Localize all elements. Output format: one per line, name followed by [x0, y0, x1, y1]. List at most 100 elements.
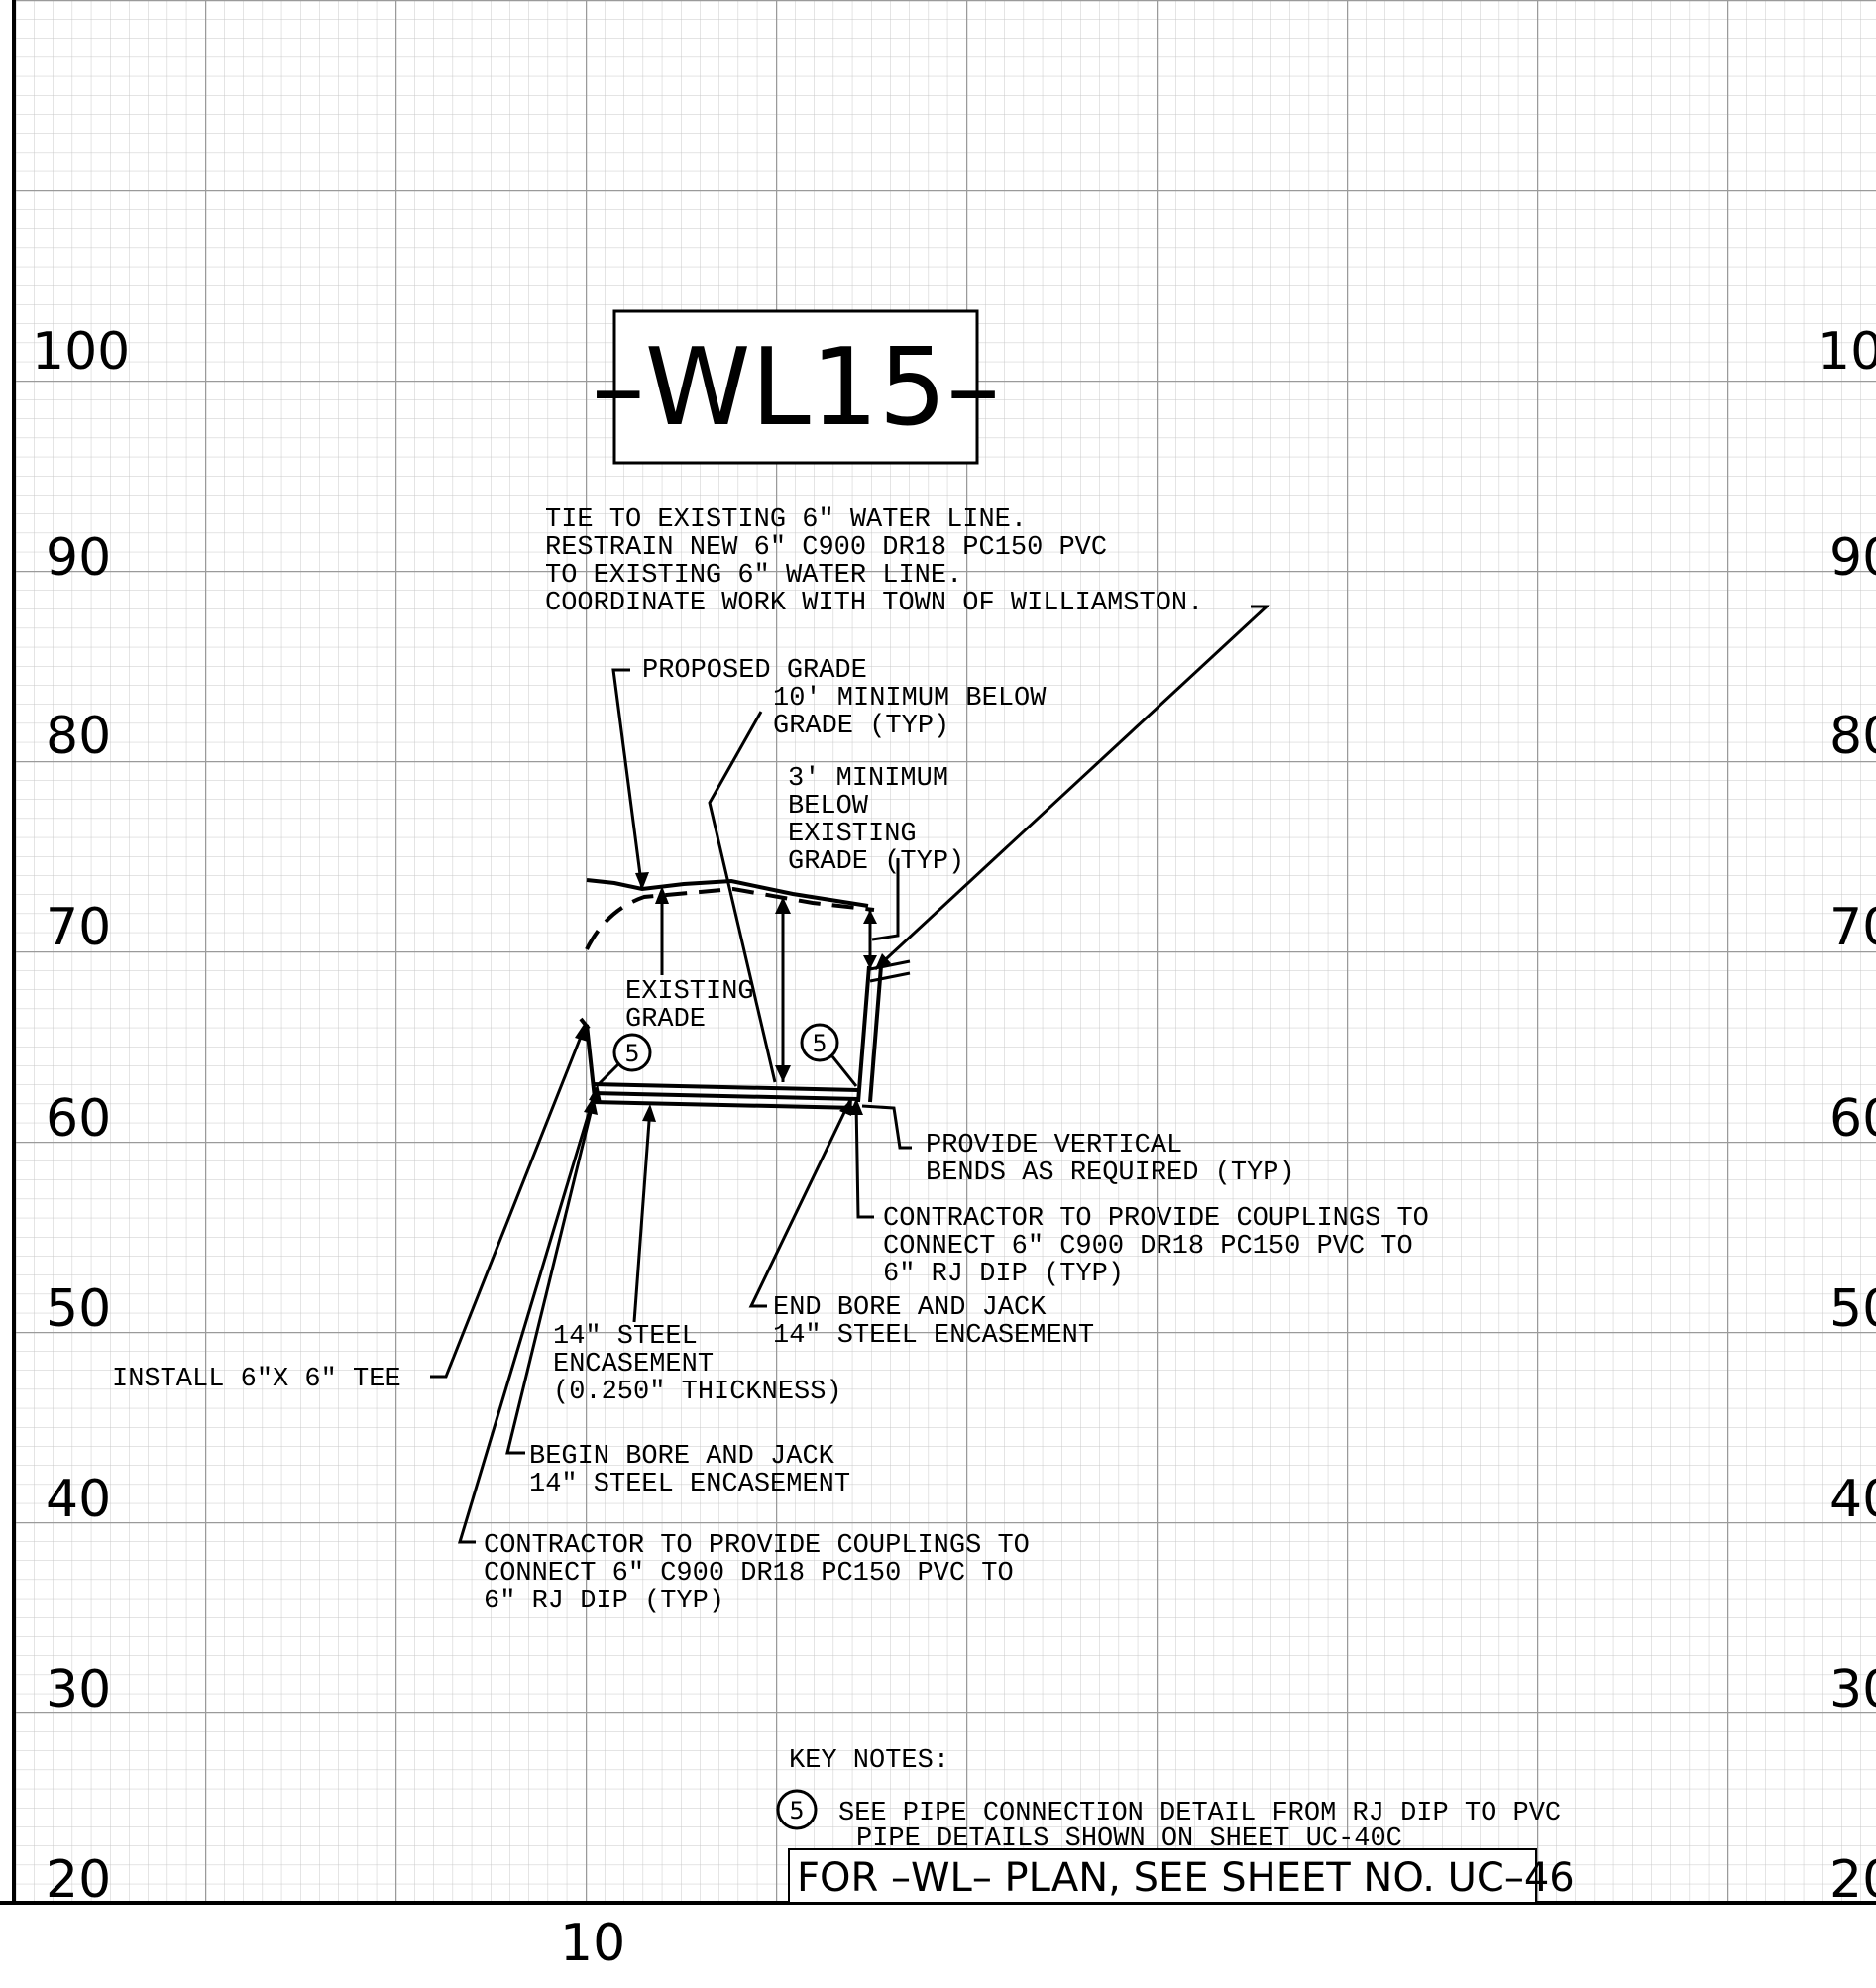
- callout-three-ft-minimum: 3′ MINIMUM BELOW EXISTING GRADE (TYP): [788, 764, 964, 877]
- callout-begin-bore: BEGIN BORE AND JACK 14″ STEEL ENCASEMENT: [529, 1442, 850, 1499]
- callout-line: PROVIDE VERTICAL: [926, 1131, 1182, 1160]
- profile-geometry: [579, 878, 911, 1110]
- key-note-text: SEE PIPE CONNECTION DETAIL FROM RJ DIP T…: [838, 1799, 1561, 1828]
- arrowhead: [635, 872, 649, 890]
- y-axis-right: 100 90 80 70 60 50 40 30 20: [1818, 322, 1876, 1910]
- arrowhead: [863, 955, 877, 969]
- leader-tie-in: [873, 605, 1270, 971]
- callout-end-bore: END BORE AND JACK 14″ STEEL ENCASEMENT: [773, 1293, 1094, 1351]
- y-tick-label: 40: [46, 1470, 111, 1529]
- callout-vertical-bends: PROVIDE VERTICAL BENDS AS REQUIRED (TYP): [926, 1131, 1295, 1188]
- callout-line: BENDS AS REQUIRED (TYP): [926, 1159, 1295, 1188]
- sheet-reference-text: FOR –WL– PLAN, SEE SHEET NO. UC–46: [797, 1855, 1575, 1901]
- major-grid: [15, 0, 1876, 1903]
- y-tick-label: 80: [1829, 707, 1876, 766]
- keynote-circle: [612, 1033, 652, 1072]
- callout-line: 10′ MINIMUM BELOW: [773, 684, 1047, 714]
- keynote-number: 5: [812, 1030, 827, 1057]
- y-tick-label: 70: [46, 898, 111, 957]
- leader-steel-encasement: [632, 1107, 652, 1323]
- leader-couplings-right: [854, 1101, 874, 1219]
- y-tick-label: 20: [46, 1850, 111, 1910]
- existing-line-stub-2: [869, 971, 911, 983]
- y-axis-left: 100 90 80 70 60 50 40 30 20: [32, 322, 130, 1910]
- callout-line: EXISTING: [625, 977, 754, 1007]
- callout-line: 14″ STEEL ENCASEMENT: [529, 1470, 850, 1499]
- y-tick-label: 50: [46, 1279, 111, 1339]
- leader-keynote-right: [830, 1055, 858, 1087]
- y-tick-label: 100: [1818, 322, 1876, 382]
- callout-line: TO EXISTING 6″ WATER LINE.: [545, 561, 962, 591]
- callout-tie-in: TIE TO EXISTING 6″ WATER LINE. RESTRAIN …: [545, 505, 1203, 618]
- callout-line: 14″ STEEL ENCASEMENT: [773, 1321, 1094, 1351]
- title-text: –WL15–: [592, 326, 1000, 450]
- callout-line: GRADE (TYP): [773, 712, 949, 741]
- leader-proposed-grade: [611, 668, 644, 891]
- x-tick-label: 10: [560, 1914, 625, 1973]
- right-riser-pipe-2: [868, 965, 883, 1103]
- key-notes-heading: KEY NOTES:: [789, 1746, 949, 1776]
- arrowhead: [875, 953, 891, 969]
- carrier-pipe: [592, 1091, 859, 1101]
- callout-line: RESTRAIN NEW 6″ C900 DR18 PC150 PVC: [545, 533, 1107, 563]
- leader-lines: [430, 605, 1270, 1544]
- callout-proposed-grade: PROPOSED GRADE: [642, 656, 867, 686]
- sheet-reference-box: [788, 1848, 1537, 1904]
- keynote-number: 5: [624, 1040, 639, 1067]
- encasement-bottom: [592, 1100, 859, 1110]
- arrowhead: [575, 1023, 588, 1042]
- y-tick-label: 20: [1829, 1850, 1876, 1910]
- callout-couplings-right: CONTRACTOR TO PROVIDE COUPLINGS TO CONNE…: [883, 1204, 1429, 1289]
- callout-line: 6″ RJ DIP (TYP): [883, 1260, 1124, 1289]
- callout-line: EXISTING: [788, 820, 917, 849]
- callout-line: CONTRACTOR TO PROVIDE COUPLINGS TO: [484, 1531, 1030, 1561]
- arrowhead: [642, 1104, 656, 1122]
- profile-title: –WL15–: [592, 309, 1000, 465]
- existing-grade-line: [586, 878, 869, 908]
- arrowhead: [584, 1096, 598, 1115]
- keynote-marker-right: 5: [800, 1023, 839, 1062]
- y-tick-label: 40: [1829, 1470, 1876, 1529]
- y-tick-label: 60: [46, 1089, 111, 1149]
- arrowhead: [775, 897, 791, 914]
- callout-line: BELOW: [788, 792, 869, 822]
- callout-line: (0.250″ THICKNESS): [553, 1378, 842, 1407]
- leader-keynote-left: [595, 1062, 620, 1088]
- callout-line: CONTRACTOR TO PROVIDE COUPLINGS TO: [883, 1204, 1429, 1234]
- y-tick-label: 100: [32, 322, 130, 382]
- callout-line: BEGIN BORE AND JACK: [529, 1442, 835, 1472]
- callout-line: GRADE: [625, 1005, 706, 1035]
- y-tick-label: 90: [46, 528, 111, 588]
- leader-install-tee: [430, 1026, 587, 1379]
- keynote-marker-left: 5: [612, 1033, 652, 1072]
- leader-begin-bore: [505, 1087, 599, 1455]
- y-tick-label: 60: [1829, 1089, 1876, 1149]
- y-tick-label: 50: [1829, 1279, 1876, 1339]
- keynote-circle: [776, 1789, 818, 1830]
- y-tick-label: 70: [1829, 898, 1876, 957]
- callout-line: 6″ RJ DIP (TYP): [484, 1587, 724, 1616]
- arrowhead: [775, 1065, 791, 1082]
- arrowhead: [589, 1084, 602, 1103]
- proposed-grade-line: [585, 886, 875, 950]
- right-riser-pipe: [856, 965, 871, 1103]
- arrowhead: [839, 1098, 852, 1116]
- callout-existing-grade: EXISTING GRADE: [625, 977, 754, 1035]
- arrowhead: [849, 1098, 863, 1115]
- callout-install-tee: INSTALL 6″X 6″ TEE: [112, 1365, 401, 1394]
- y-tick-label: 90: [1829, 528, 1876, 588]
- keynote-circle: [800, 1023, 839, 1062]
- encasement-top: [592, 1082, 859, 1092]
- callout-line: CONNECT 6″ C900 DR18 PC150 PVC TO: [484, 1559, 1014, 1589]
- callout-line: COORDINATE WORK WITH TOWN OF WILLIAMSTON…: [545, 589, 1203, 618]
- arrowhead: [863, 910, 877, 924]
- callout-line: CONNECT 6″ C900 DR18 PC150 PVC TO: [883, 1232, 1413, 1262]
- callout-line: 3′ MINIMUM: [788, 764, 948, 794]
- callout-steel-encasement: 14″ STEEL ENCASEMENT (0.250″ THICKNESS): [553, 1322, 842, 1407]
- y-tick-label: 80: [46, 707, 111, 766]
- callout-line: ENCASEMENT: [553, 1350, 714, 1380]
- arrowhead: [655, 886, 669, 904]
- callout-ten-ft-minimum: 10′ MINIMUM BELOW GRADE (TYP): [773, 684, 1047, 741]
- leader-end-bore: [748, 1099, 852, 1308]
